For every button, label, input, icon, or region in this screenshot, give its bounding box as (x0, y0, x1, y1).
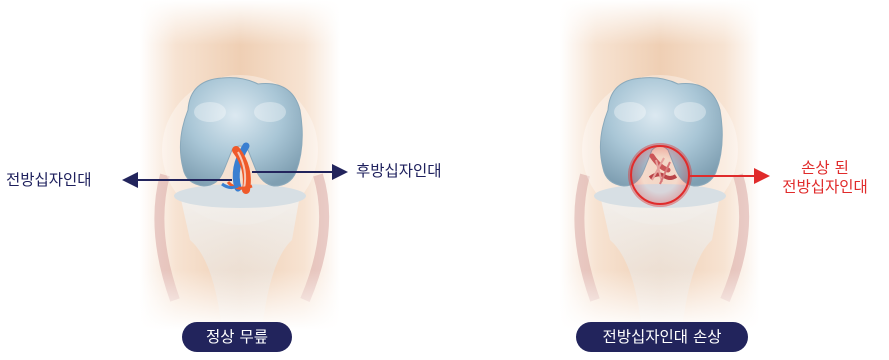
injured-knee (550, 0, 770, 330)
normal-knee (124, 0, 350, 330)
injured-knee-caption: 전방십자인대 손상 (576, 322, 748, 352)
pcl-label: 후방십자인대 (356, 162, 442, 181)
injured-label-line1: 손상 된 (770, 159, 880, 178)
injured-label-line2: 전방십자인대 (770, 178, 880, 197)
acl-label: 전방십자인대 (6, 171, 92, 190)
injured-acl-label: 손상 된 전방십자인대 (770, 159, 880, 197)
normal-knee-caption: 정상 무릎 (182, 322, 292, 352)
